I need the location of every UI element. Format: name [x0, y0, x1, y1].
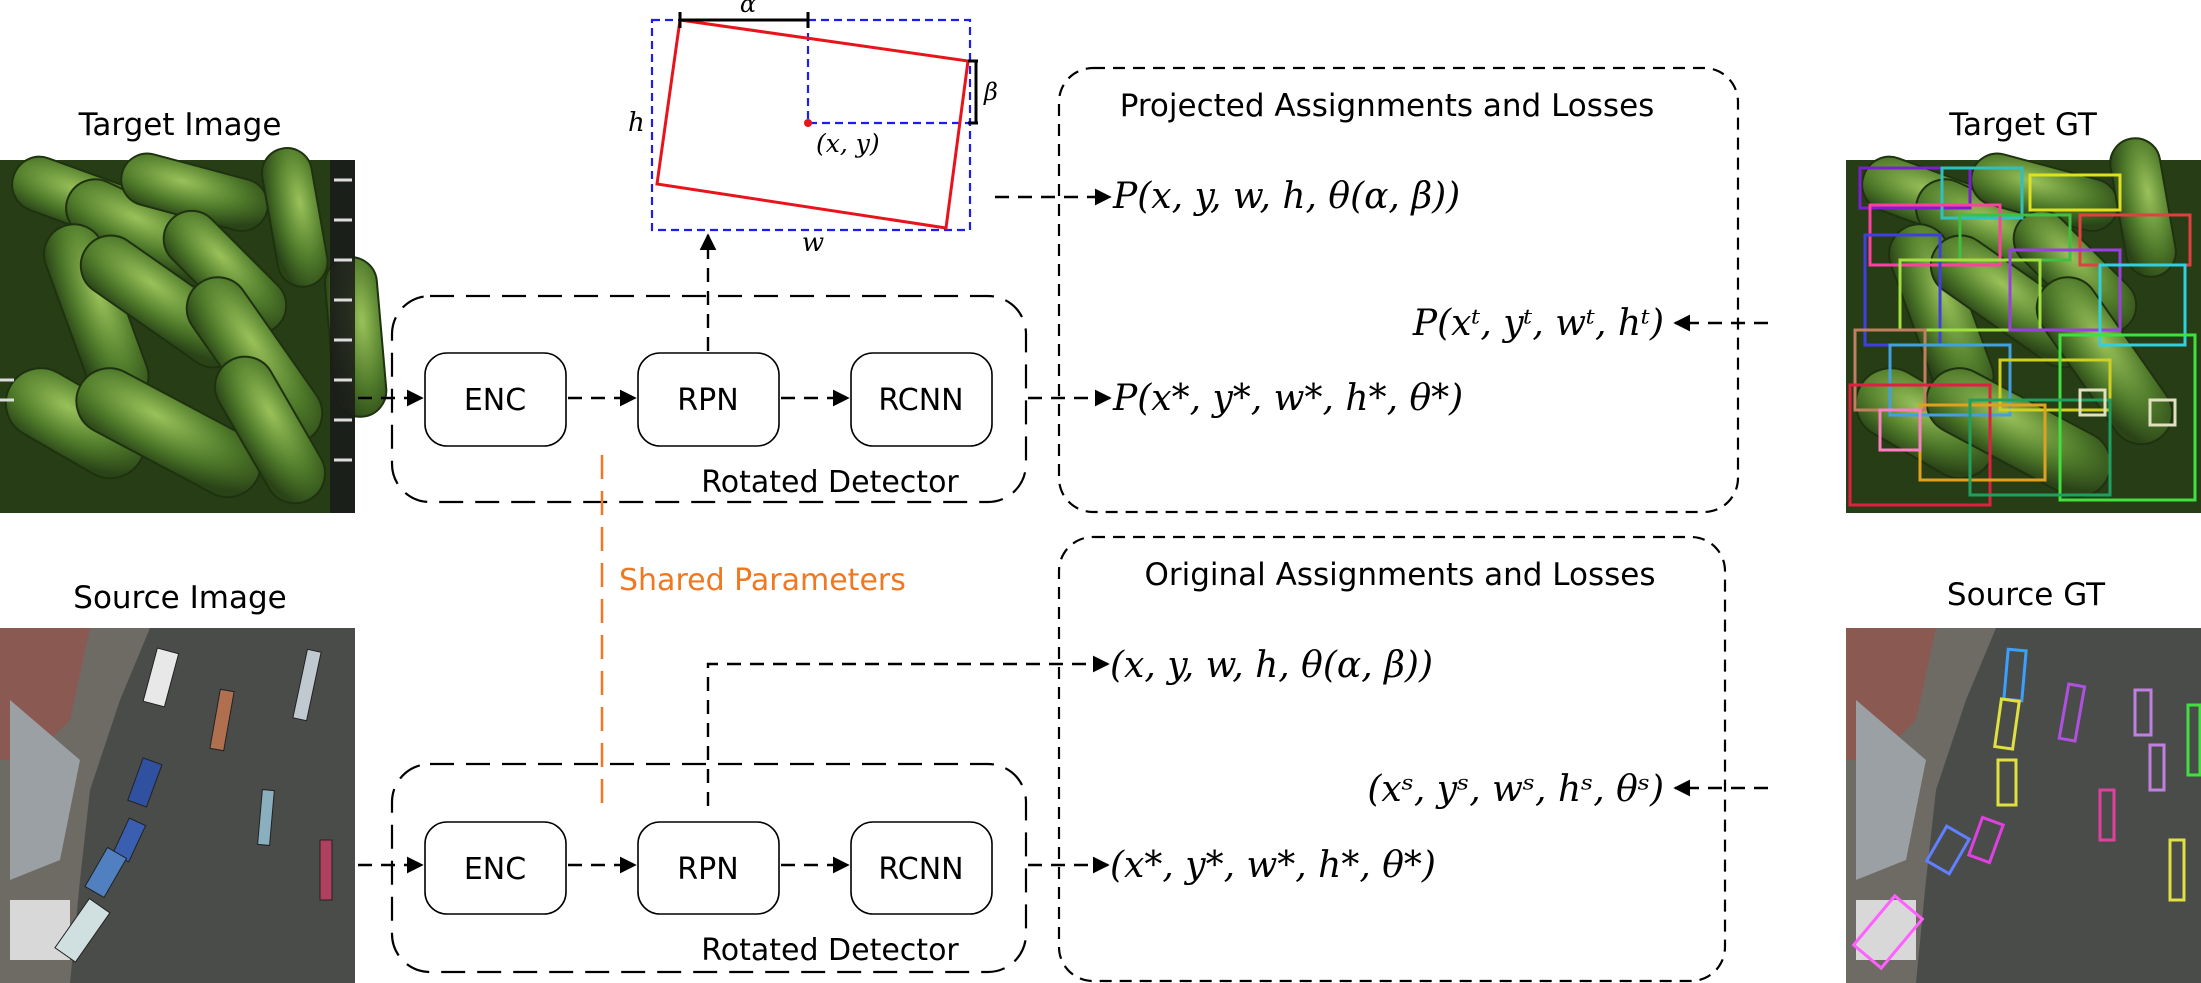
center-point	[804, 119, 812, 127]
red-rotated-box	[655, 18, 970, 230]
center-label: (x, y)	[816, 129, 880, 158]
beta-label: β	[983, 78, 998, 106]
target-image	[0, 147, 388, 513]
original-rotated-formula: (x, y, w, h, θ(α, β))	[1110, 645, 1433, 686]
enc-module-bottom	[424, 821, 567, 915]
rpn-label-top: RPN	[677, 383, 738, 418]
projected-rotated-formula: P(x, y, w, h, θ(α, β))	[1112, 176, 1460, 217]
source-image-title: Source Image	[73, 580, 286, 616]
original-assignments-title: Original Assignments and Losses	[1144, 557, 1655, 593]
target-gt-image	[1846, 137, 2201, 513]
w-label: w	[802, 228, 824, 258]
center-guides	[806, 20, 970, 125]
rotated-detector-bottom	[390, 762, 1028, 974]
projected-assignments-box	[1057, 66, 1740, 514]
h-label: h	[628, 108, 645, 138]
blue-bounding-box	[650, 18, 972, 232]
rpn-module-bottom	[637, 821, 780, 915]
enc-label-bottom: ENC	[464, 852, 526, 887]
source-gt-title: Source GT	[1947, 577, 2106, 613]
target-image-title: Target Image	[78, 107, 282, 143]
rpn-module-top	[637, 352, 780, 447]
rcnn-label-bottom: RCNN	[878, 852, 963, 887]
source-image	[0, 628, 355, 983]
shared-parameters-label: Shared Parameters	[619, 563, 906, 598]
rcnn-label-top: RCNN	[878, 383, 963, 418]
alpha-label: α	[740, 0, 756, 18]
original-star-formula: (x*, y*, w*, h*, θ*)	[1110, 845, 1436, 886]
rotated-detector-label-bottom: Rotated Detector	[701, 933, 959, 968]
source-gt-image	[1846, 628, 2201, 983]
enc-module-top	[424, 352, 567, 447]
rcnn-module-bottom	[850, 821, 993, 915]
rpn-label-bottom: RPN	[677, 852, 738, 887]
rotated-box-geometry: α β h w (x, y)	[628, 0, 998, 258]
target-gt-title: Target GT	[1948, 107, 2098, 143]
arrow-rpn-to-original	[706, 655, 1110, 806]
original-assignments-box	[1057, 535, 1727, 983]
source-gt-formula: (xˢ, yˢ, wˢ, hˢ, θˢ)	[1367, 769, 1664, 810]
rotated-detector-label-top: Rotated Detector	[701, 465, 959, 500]
projected-assignments-title: Projected Assignments and Losses	[1120, 88, 1655, 124]
enc-label-top: ENC	[464, 383, 526, 418]
rcnn-module-top	[850, 352, 993, 447]
projected-star-formula: P(x*, y*, w*, h*, θ*)	[1112, 378, 1463, 419]
target-gt-formula: P(xᵗ, yᵗ, wᵗ, hᵗ)	[1412, 303, 1664, 344]
